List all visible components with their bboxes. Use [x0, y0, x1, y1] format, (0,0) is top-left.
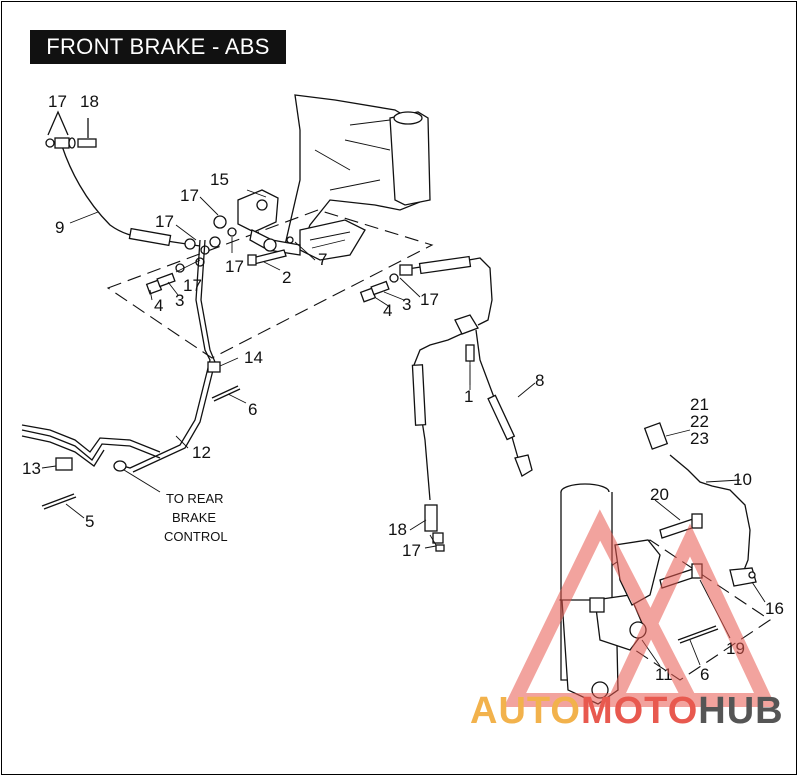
callout-17-bottom: 17: [402, 541, 421, 560]
watermark-word-hub: HUB: [698, 690, 784, 732]
callout-16: 16: [765, 599, 784, 618]
callout-8: 8: [535, 371, 544, 390]
callout-22: 22: [690, 412, 709, 431]
callout-17-manifold-left: 17: [155, 212, 174, 231]
callout-17-manifold-top: 17: [180, 186, 199, 205]
callout-14: 14: [244, 348, 263, 367]
callout-15: 15: [210, 170, 229, 189]
callout-4-right: 4: [383, 301, 392, 320]
callout-20: 20: [650, 485, 669, 504]
callout-23: 23: [690, 429, 709, 448]
callout-3-left: 3: [175, 291, 184, 310]
callout-17-right-bolt: 17: [420, 290, 439, 309]
callout-2: 2: [282, 268, 291, 287]
note-line-3: CONTROL: [164, 529, 228, 544]
callout-17-manifold-bottom: 17: [225, 257, 244, 276]
callout-7: 7: [318, 250, 327, 269]
callout-3-right: 3: [402, 295, 411, 314]
watermark-word-moto: MOTO: [580, 690, 699, 732]
frame-steering-head: [284, 94, 431, 261]
callout-9: 9: [55, 218, 64, 237]
dashed-outline-left: [106, 209, 434, 359]
callout-18-bottom: 18: [388, 520, 407, 539]
abs-manifold-15: [237, 189, 301, 256]
callout-5: 5: [85, 512, 94, 531]
callout-1: 1: [464, 387, 473, 406]
callout-10: 10: [733, 470, 752, 489]
watermark-text: AUTOMOTOHUB: [470, 690, 784, 733]
callout-6-left: 6: [248, 400, 257, 419]
diagram-title: FRONT BRAKE - ABS: [30, 30, 286, 64]
callout-17-top-left: 17: [48, 92, 67, 111]
watermark-word-auto: AUTO: [470, 690, 581, 732]
callout-12: 12: [192, 443, 211, 462]
brake-line-12: [119, 239, 211, 469]
note-line-1: TO REAR: [166, 491, 224, 506]
callout-18-top-left: 18: [80, 92, 99, 111]
callout-4-left: 4: [154, 296, 163, 315]
note-line-2: BRAKE: [172, 510, 216, 525]
callout-21: 21: [690, 395, 709, 414]
callout-13: 13: [22, 459, 41, 478]
callout-6-right: 6: [700, 665, 709, 684]
callout-17-left-bolt: 17: [183, 276, 202, 295]
